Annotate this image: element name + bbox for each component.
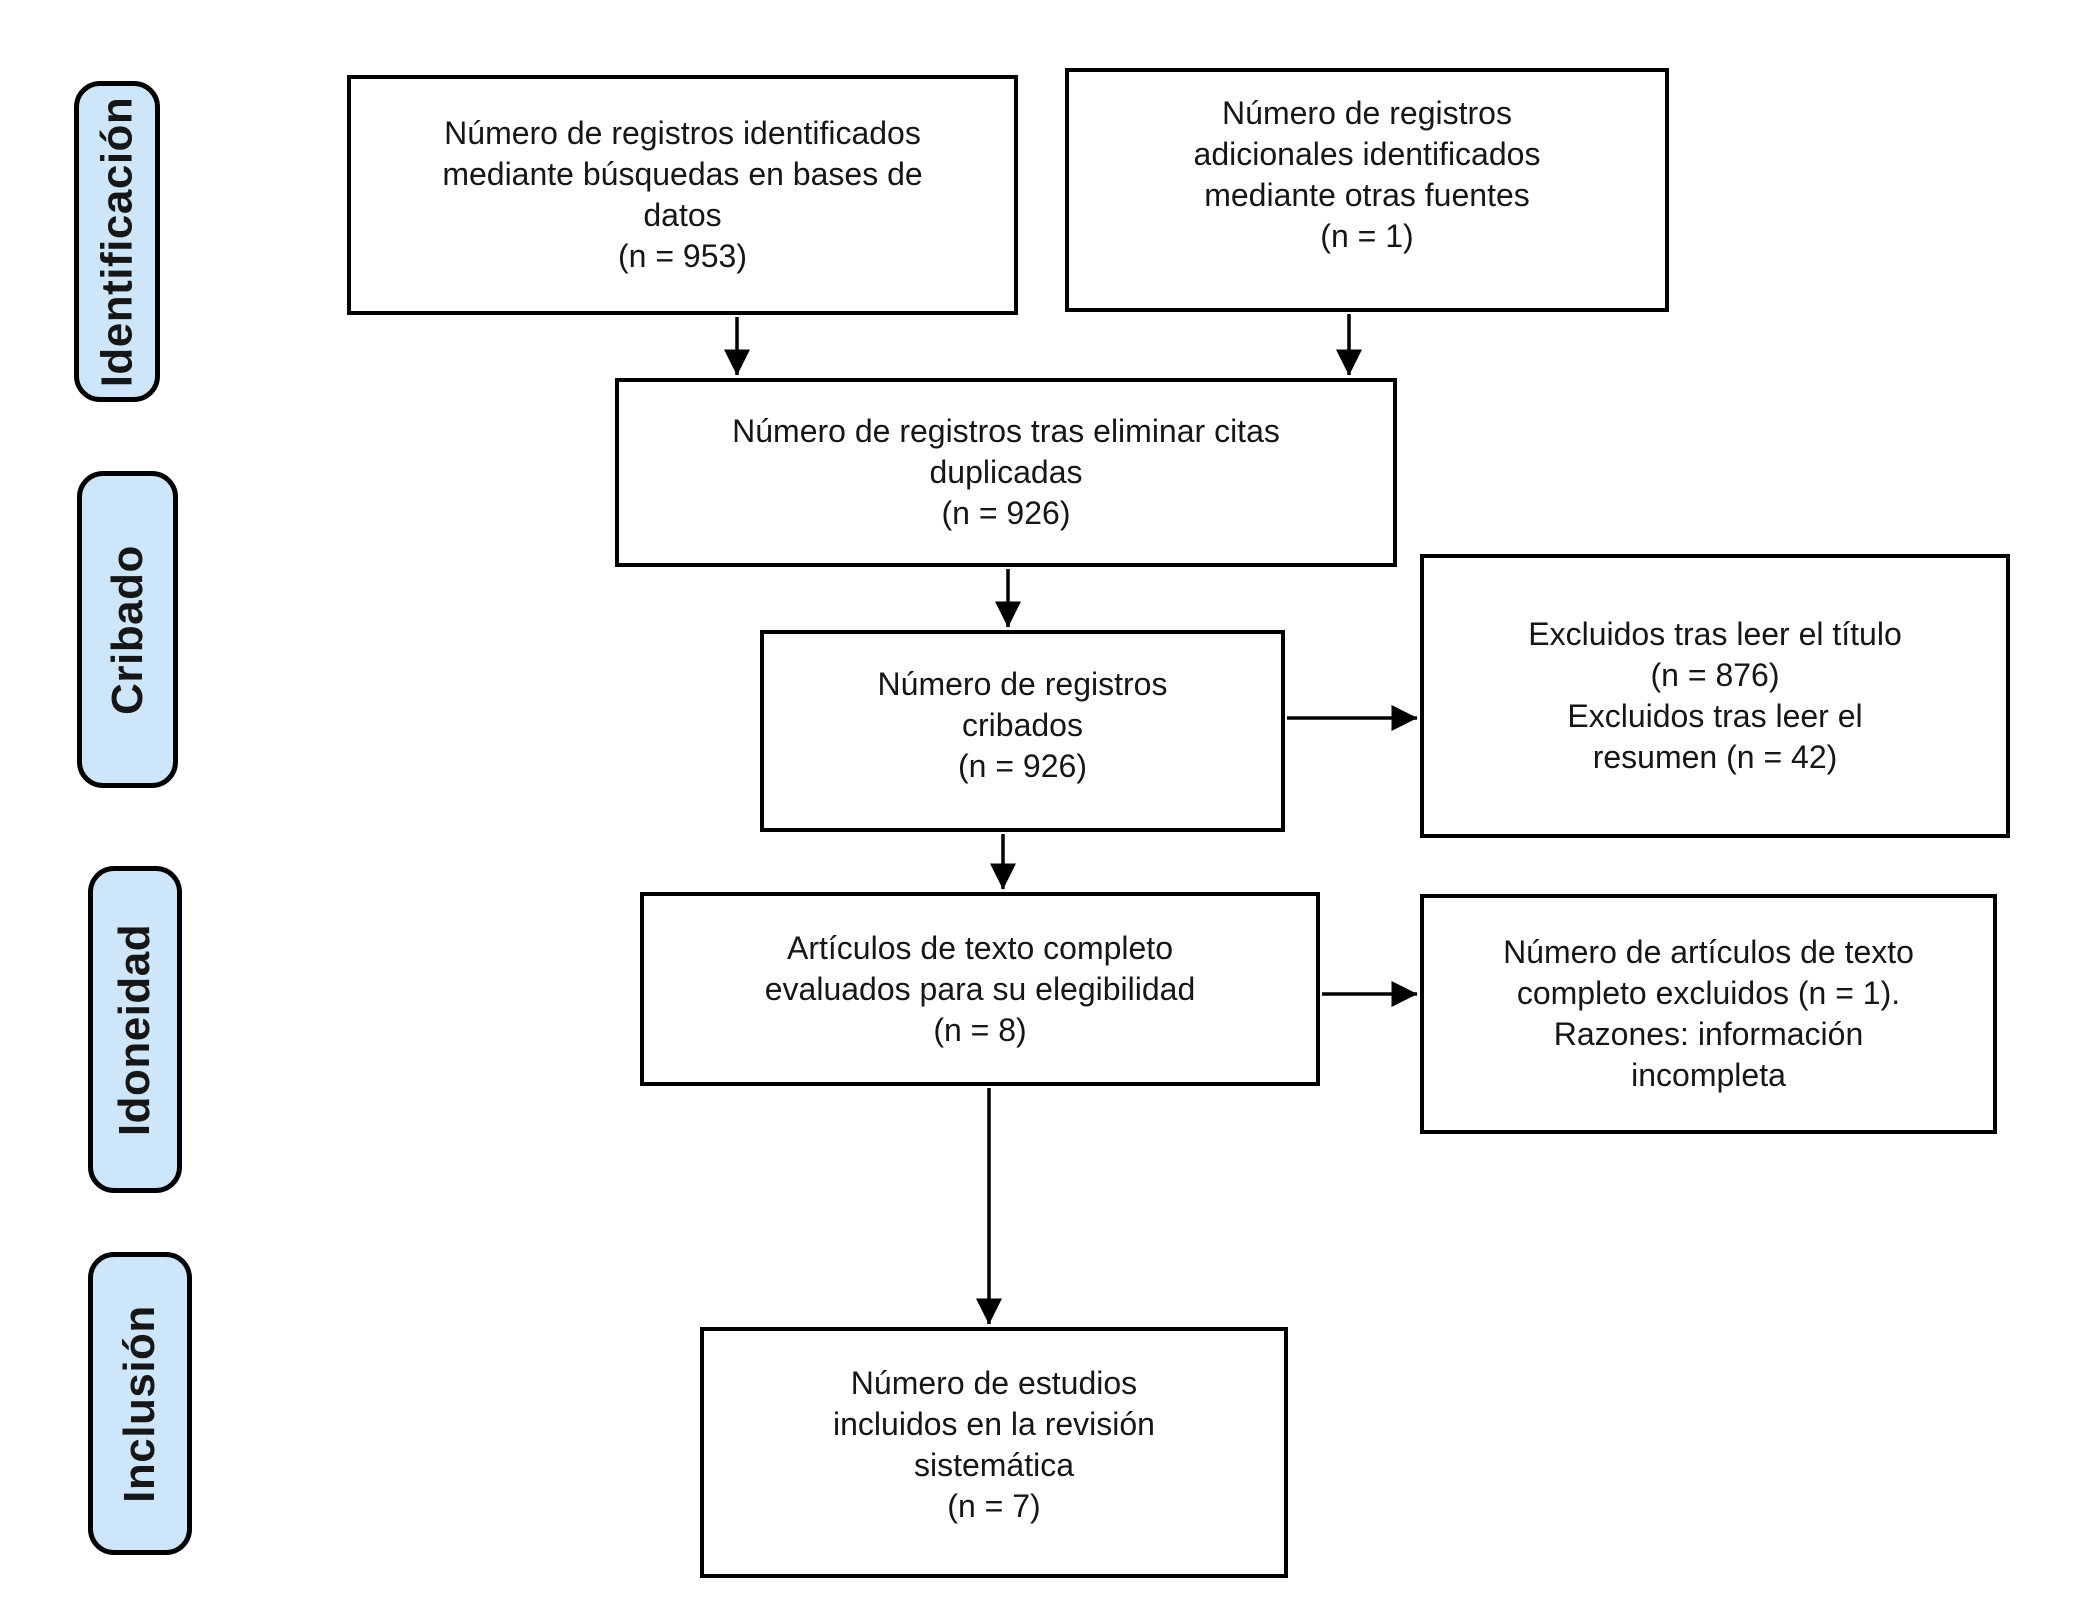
box-records-identified: Número de registros identificados median… — [347, 75, 1018, 315]
box-records-after-deduplication: Número de registros tras eliminar citas … — [615, 378, 1397, 567]
box-studies-included: Número de estudios incluidos en la revis… — [700, 1327, 1288, 1578]
stage-label-inclusion: Inclusión — [88, 1252, 192, 1555]
stage-label-idoneidad: Idoneidad — [88, 866, 182, 1193]
box-excluded-title-abstract: Excluidos tras leer el título (n = 876) … — [1420, 554, 2010, 838]
stage-label-inclusion-text: Inclusión — [115, 1304, 164, 1503]
stage-label-identificacion: Identificación — [74, 81, 160, 402]
stage-label-cribado-text: Cribado — [102, 544, 152, 715]
box-records-screened: Número de registros cribados (n = 926) — [760, 630, 1285, 832]
box-additional-records: Número de registros adicionales identifi… — [1065, 68, 1669, 312]
stage-label-identificacion-text: Identificación — [92, 96, 141, 387]
stage-label-cribado: Cribado — [77, 471, 178, 788]
box-fulltext-excluded: Número de artículos de texto completo ex… — [1420, 894, 1997, 1134]
box-fulltext-assessed: Artículos de texto completo evaluados pa… — [640, 892, 1320, 1086]
stage-label-idoneidad-text: Idoneidad — [110, 923, 159, 1136]
